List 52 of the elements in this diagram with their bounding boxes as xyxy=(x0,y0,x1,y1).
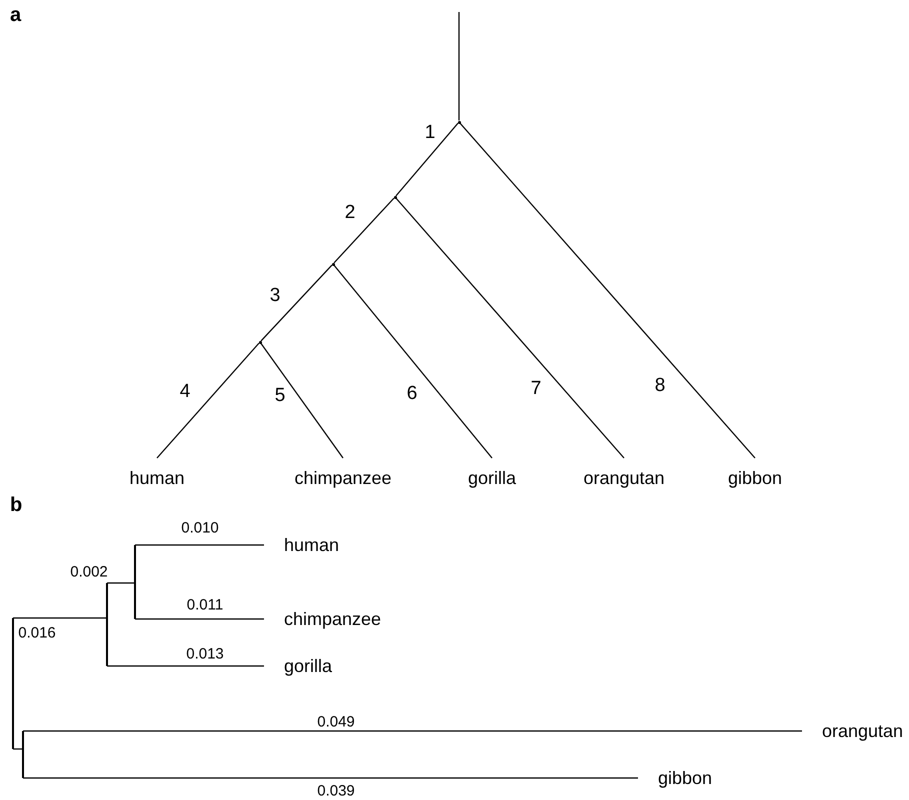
branch-line xyxy=(13,748,23,750)
taxon-label: human xyxy=(129,458,185,489)
branch-line xyxy=(23,730,802,732)
branch-label: 8 xyxy=(654,375,666,397)
branch-line xyxy=(107,582,135,584)
branch-label: 0.010 xyxy=(181,520,219,536)
branch-label: 1 xyxy=(424,122,436,144)
branch-label: 0.011 xyxy=(186,596,224,614)
taxon-label: gorilla xyxy=(468,458,516,489)
taxon-label: chimpanzee xyxy=(264,609,382,629)
branch-node-line xyxy=(22,731,24,778)
taxon-label: gorilla xyxy=(264,656,332,676)
taxon-label: human xyxy=(264,535,340,555)
branch-line xyxy=(458,12,460,120)
branch-line xyxy=(260,264,332,342)
taxon-label: chimpanzee xyxy=(294,458,392,489)
branch-line xyxy=(135,544,264,546)
panel-label: a xyxy=(10,4,22,27)
branch-line xyxy=(135,618,264,620)
panel-label: b xyxy=(10,494,22,517)
branch-line xyxy=(333,264,492,458)
branch-line xyxy=(13,617,107,619)
branch-node-line xyxy=(12,618,14,749)
branch-label: 5 xyxy=(274,385,286,407)
branch-label: 6 xyxy=(406,383,418,405)
branch-line xyxy=(334,198,394,264)
branch-point xyxy=(258,340,262,344)
taxon-label: orangutan xyxy=(802,721,904,741)
branch-line xyxy=(156,342,260,458)
branch-label: 3 xyxy=(270,285,280,307)
branch-label: 2 xyxy=(344,202,356,224)
branch-point xyxy=(394,196,396,198)
branch-line xyxy=(460,122,756,458)
taxon-label: orangutan xyxy=(583,458,665,489)
branch-line xyxy=(396,198,624,458)
branch-line xyxy=(23,777,638,779)
branch-node-line xyxy=(134,545,136,619)
branch-label: 0.039 xyxy=(317,782,355,800)
taxon-label: gibbon xyxy=(638,768,712,788)
branch-label: 7 xyxy=(530,378,542,400)
branch-label: 0.002 xyxy=(70,564,108,580)
branch-point xyxy=(332,262,334,266)
branch-point xyxy=(458,120,460,124)
branch-label: 0.013 xyxy=(186,646,224,662)
branch-label: 0.049 xyxy=(317,714,355,730)
branch-line xyxy=(107,665,264,667)
branch-line xyxy=(260,342,344,458)
branch-line xyxy=(396,122,458,196)
taxon-label: gibbon xyxy=(728,458,782,489)
branch-node-line xyxy=(106,583,108,666)
branch-label: 4 xyxy=(180,381,190,403)
branch-label: 0.016 xyxy=(18,624,56,642)
